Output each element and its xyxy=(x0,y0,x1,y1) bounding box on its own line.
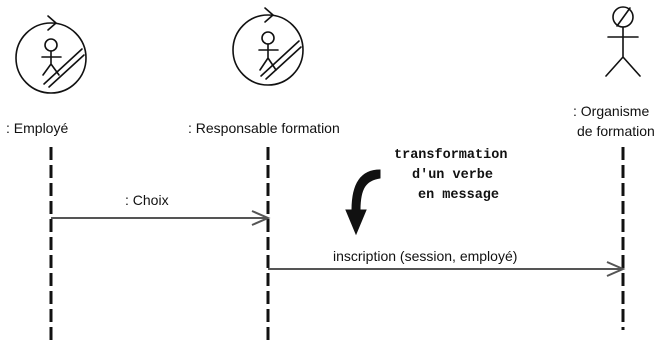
message-label: inscription (session, employé) xyxy=(333,248,517,264)
note-line-3: en message xyxy=(418,188,499,203)
arrowhead xyxy=(606,261,626,277)
arrowhead xyxy=(251,210,271,226)
participant-employe: : Employé xyxy=(6,15,87,343)
message-inscription: inscription (session, employé) xyxy=(268,248,626,277)
participant-label: : Employé xyxy=(6,120,68,136)
participant-organisme-formation: : Organisme de formation xyxy=(573,6,655,330)
curved-arrow-icon xyxy=(345,169,381,236)
actor-entity-icon xyxy=(605,6,641,77)
participant-label-line1: : Organisme xyxy=(573,103,649,119)
actor-control-icon xyxy=(15,15,87,94)
message-label: : Choix xyxy=(125,192,169,208)
actor-control-icon xyxy=(232,7,304,86)
note-line-2: d'un verbe xyxy=(412,168,493,183)
annotation-note: transformation d'un verbe en message xyxy=(345,148,507,236)
participant-label: : Responsable formation xyxy=(188,120,340,136)
participant-label-line2: de formation xyxy=(577,123,655,139)
message-choix: : Choix xyxy=(51,192,271,226)
participant-responsable-formation: : Responsable formation xyxy=(188,7,340,343)
note-line-1: transformation xyxy=(394,148,507,163)
